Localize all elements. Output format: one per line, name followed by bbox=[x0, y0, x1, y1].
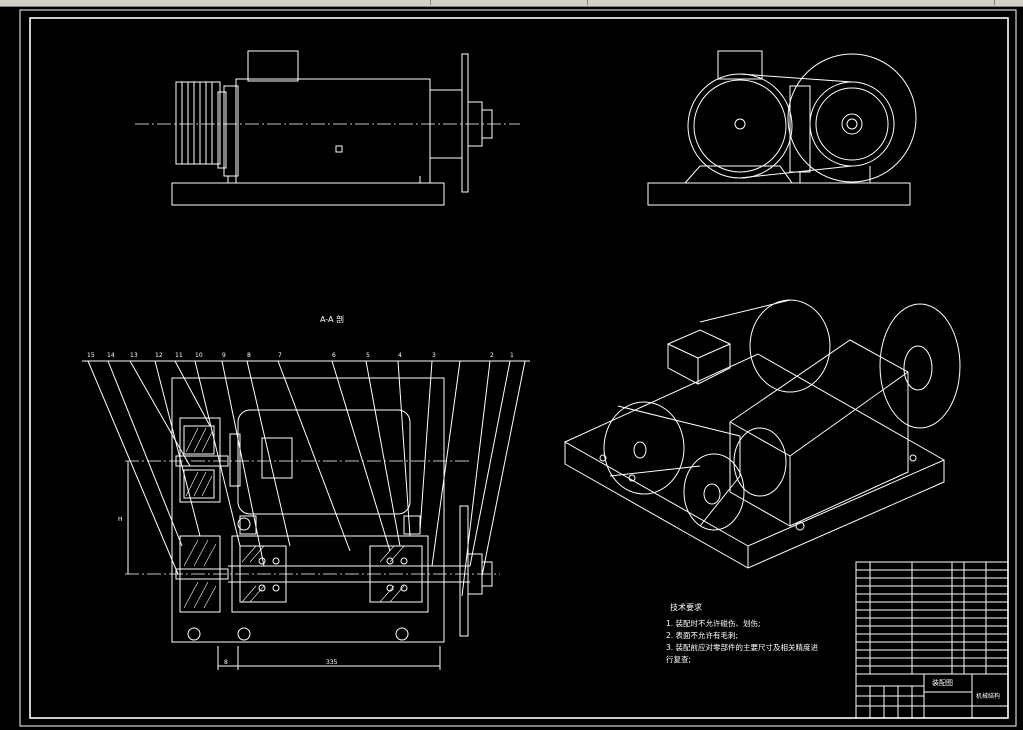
section-label: A-A 剖 bbox=[320, 314, 344, 324]
technical-requirements: 技术要求 1. 装配时不允许碰伤、划伤; 2. 表面不允许有毛刺; 3. 装配前… bbox=[666, 602, 819, 664]
dimension-bottom-main: 335 bbox=[326, 659, 338, 666]
balloon-label: 15 bbox=[87, 352, 95, 359]
balloon-label: 8 bbox=[247, 352, 251, 359]
title-block-name: 装配图 bbox=[932, 678, 953, 687]
balloon-label: 3 bbox=[432, 352, 436, 359]
title-block-school: 机械结构 bbox=[976, 692, 1000, 700]
inner-drawing-frame bbox=[29, 17, 1009, 719]
dimension-height: H bbox=[118, 516, 123, 523]
balloon-label: 14 bbox=[107, 352, 115, 359]
balloon-label: 7 bbox=[278, 352, 282, 359]
leader-lines bbox=[82, 360, 530, 597]
application-toolbar-strip bbox=[0, 0, 1023, 7]
tech-req-item: 2. 表面不允许有毛刺; bbox=[666, 630, 738, 640]
tech-req-item: 3. 装配前应对零部件的主要尺寸及相关精度进 bbox=[666, 642, 819, 652]
tech-req-item: 1. 装配时不允许碰伤、划伤; bbox=[666, 618, 761, 628]
title-block: 装配图 机械结构 bbox=[855, 561, 1009, 719]
toolbar-segment[interactable] bbox=[432, 0, 588, 5]
cad-drawing-canvas[interactable]: A-A 剖 bbox=[0, 6, 1023, 730]
balloon-label: 12 bbox=[155, 352, 163, 359]
balloon-label: 9 bbox=[222, 352, 226, 359]
section-view: H 8 335 bbox=[118, 377, 500, 670]
balloon-label: 11 bbox=[175, 352, 183, 359]
balloon-label: 13 bbox=[130, 352, 138, 359]
balloon-label: 6 bbox=[332, 352, 336, 359]
balloon-label: 5 bbox=[366, 352, 370, 359]
toolbar-segment[interactable] bbox=[30, 0, 431, 5]
balloon-label: 2 bbox=[490, 352, 494, 359]
toolbar-segment[interactable] bbox=[589, 0, 995, 5]
balloon-label: 4 bbox=[398, 352, 402, 359]
dimension-bottom-left: 8 bbox=[224, 659, 228, 666]
tech-req-item: 行复查; bbox=[666, 654, 691, 664]
side-view bbox=[647, 50, 917, 206]
tech-req-title: 技术要求 bbox=[670, 602, 702, 612]
front-view bbox=[135, 50, 520, 206]
balloon-labels: 15 14 13 12 11 10 9 8 7 6 5 4 3 2 1 bbox=[87, 352, 514, 359]
isometric-view bbox=[564, 299, 961, 569]
balloon-label: 1 bbox=[510, 352, 514, 359]
balloon-label: 10 bbox=[195, 352, 203, 359]
outer-sheet-border bbox=[19, 9, 1017, 727]
